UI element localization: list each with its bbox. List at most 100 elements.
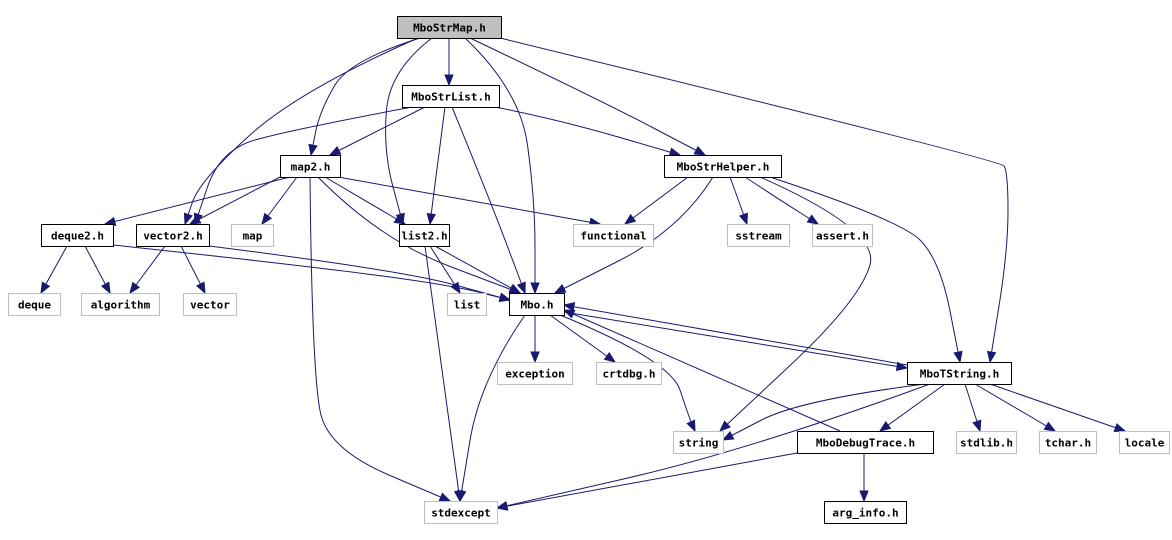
edge-line	[559, 314, 696, 432]
node-stdlib: stdlib.h	[956, 431, 1017, 454]
node-label: vector	[190, 299, 230, 312]
node-box[interactable]	[907, 362, 1012, 385]
node-label: sstream	[735, 230, 782, 243]
edge-line	[309, 176, 451, 502]
node-arg_info[interactable]: arg_info.h	[824, 501, 907, 524]
edge-line	[434, 245, 521, 294]
edge-line	[563, 311, 908, 369]
node-box[interactable]	[136, 224, 210, 247]
edge-line	[104, 176, 291, 225]
edge-Mbo-to-exception	[530, 315, 540, 364]
arrowhead-icon	[553, 284, 567, 294]
node-box[interactable]	[509, 293, 565, 316]
node-algorithm: algorithm	[81, 293, 160, 316]
edge-MboStrList-to-Mbo	[451, 106, 526, 295]
node-vector2[interactable]: vector2.h	[136, 224, 210, 247]
edge-line	[494, 106, 681, 156]
edge-line	[451, 106, 526, 294]
arrowhead-icon	[530, 351, 540, 364]
edge-line	[385, 37, 433, 225]
edge-line	[496, 383, 931, 509]
arrowhead-icon	[562, 302, 576, 312]
edge-deque2-to-algorithm	[84, 245, 111, 295]
node-label: MboDebugTrace.h	[816, 437, 915, 450]
edge-MboStrHelper-to-Mbo	[553, 176, 714, 294]
edge-deque2-to-deque	[40, 245, 68, 295]
node-box	[8, 293, 61, 316]
node-box[interactable]	[402, 85, 500, 108]
node-box[interactable]	[399, 224, 450, 247]
node-list: list	[447, 293, 487, 316]
node-label: tchar.h	[1045, 437, 1091, 450]
edge-MboTString-to-Mbo	[562, 302, 908, 366]
node-box[interactable]	[797, 431, 934, 454]
edge-line	[337, 176, 601, 225]
edge-Mbo-to-crtdbg	[549, 314, 617, 363]
edge-MboStrMap-to-MboStrHelper	[469, 37, 707, 156]
edge-line	[208, 245, 511, 301]
edge-line	[563, 309, 841, 432]
arrowhead-icon	[188, 214, 202, 225]
node-box[interactable]	[41, 224, 114, 247]
edge-MboStrMap-to-MboStrList	[444, 38, 454, 87]
edge-line	[184, 37, 419, 225]
node-label: map2.h	[291, 161, 331, 174]
node-MboStrMap[interactable]: MboStrMap.h	[397, 16, 502, 39]
node-box[interactable]	[664, 155, 782, 178]
edge-line	[189, 176, 281, 225]
node-map: map	[231, 224, 274, 247]
node-MboTString[interactable]: MboTString.h	[907, 362, 1012, 385]
arrowhead-icon	[261, 212, 273, 226]
arrowhead-icon	[393, 214, 407, 225]
edge-line	[424, 245, 461, 502]
node-label: exception	[505, 368, 565, 381]
node-locale: locale	[1119, 431, 1170, 454]
edge-line	[549, 314, 616, 363]
edge-Mbo-to-MboTString	[563, 311, 909, 371]
node-label: functional	[580, 230, 646, 243]
edge-line	[989, 383, 1126, 432]
node-label: string	[679, 437, 719, 450]
edge-line	[879, 383, 946, 432]
node-box[interactable]	[824, 501, 907, 524]
node-box	[231, 224, 274, 247]
node-map2[interactable]: map2.h	[280, 155, 341, 178]
node-box	[727, 224, 790, 247]
node-box[interactable]	[397, 16, 502, 39]
arrowhead-icon	[308, 143, 318, 157]
node-label: crtdbg.h	[603, 368, 656, 381]
edge-map2-to-map	[261, 176, 298, 226]
node-MboDebugTrace[interactable]: MboDebugTrace.h	[797, 431, 934, 454]
edge-vector2-to-Mbo	[208, 245, 512, 302]
edge-line	[324, 176, 406, 225]
node-label: stdlib.h	[960, 437, 1013, 450]
arrowhead-icon	[895, 361, 909, 371]
node-label: deque	[18, 299, 51, 312]
node-MboStrList[interactable]: MboStrList.h	[402, 85, 500, 108]
node-label: MboStrList.h	[411, 91, 490, 104]
edge-vector2-to-algorithm	[129, 245, 166, 295]
edge-map2-to-vector2	[188, 176, 281, 225]
edge-line	[429, 106, 446, 225]
arrowhead-icon	[623, 213, 637, 225]
edge-map2-to-list2	[324, 176, 407, 225]
arrowhead-icon	[129, 281, 141, 295]
node-deque: deque	[8, 293, 61, 316]
node-deque2[interactable]: deque2.h	[41, 224, 114, 247]
edge-line	[194, 106, 413, 225]
node-box[interactable]	[280, 155, 341, 178]
node-MboStrHelper[interactable]: MboStrHelper.h	[664, 155, 782, 178]
node-list2[interactable]: list2.h	[399, 224, 450, 247]
edge-map2-to-functional	[337, 176, 602, 227]
edge-line	[554, 176, 714, 294]
node-Mbo[interactable]: Mbo.h	[509, 293, 565, 316]
arrowhead-icon	[516, 281, 526, 295]
node-tchar: tchar.h	[1039, 431, 1097, 454]
edge-MboTString-to-stdlib	[964, 383, 982, 433]
edge-map2-to-stdexcept	[309, 176, 452, 502]
edge-MboStrList-to-map2	[328, 106, 426, 156]
arrowhead-icon	[986, 350, 997, 364]
arrowhead-icon	[668, 147, 682, 157]
arrowhead-icon	[953, 350, 963, 364]
